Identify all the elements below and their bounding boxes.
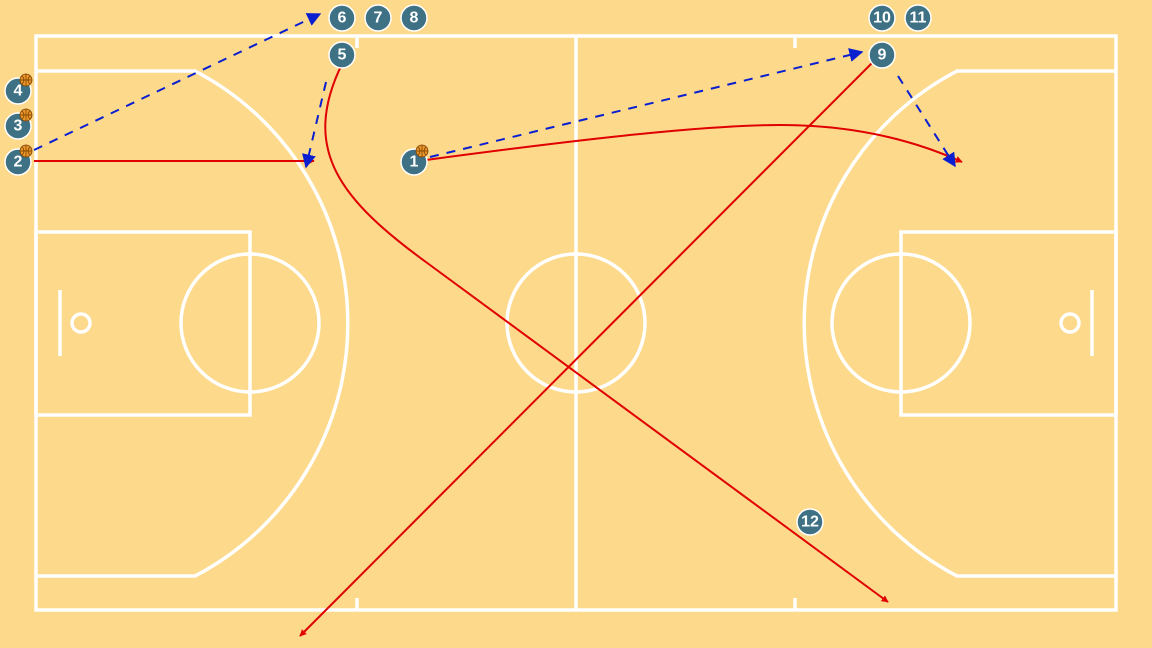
player-11-marker bbox=[904, 4, 932, 32]
players: 1 2 3 4 bbox=[4, 4, 932, 536]
left-key bbox=[34, 230, 252, 417]
pass-paths bbox=[33, 13, 956, 169]
left-three-point-arc bbox=[36, 69, 350, 578]
player-8-marker bbox=[400, 4, 428, 32]
player-9-label: 9 bbox=[878, 47, 887, 64]
right-key bbox=[899, 230, 1118, 417]
court-markings bbox=[34, 34, 1118, 612]
pass-path-9-to-1 bbox=[897, 75, 956, 168]
player-7: 7 bbox=[364, 4, 392, 32]
right-free-throw-circle bbox=[830, 252, 972, 394]
player-8-label: 8 bbox=[410, 10, 419, 27]
player-7-label: 7 bbox=[374, 10, 383, 27]
pass-path-5-to-2 bbox=[302, 81, 327, 169]
basketball-icon bbox=[19, 144, 33, 158]
left-basket bbox=[70, 312, 92, 334]
center-circle bbox=[505, 252, 647, 394]
player-10-label: 10 bbox=[873, 10, 891, 27]
player-10: 10 bbox=[868, 4, 896, 32]
player-1: 1 bbox=[400, 144, 429, 176]
pass-path-2-to-6 bbox=[33, 13, 322, 151]
player-3-label: 3 bbox=[14, 118, 23, 135]
player-7-marker bbox=[364, 4, 392, 32]
movement-path-player-5 bbox=[324, 63, 889, 603]
player-1-label: 1 bbox=[410, 154, 419, 171]
movement-path-player-9 bbox=[299, 62, 873, 637]
player-2-label: 2 bbox=[14, 154, 23, 171]
player-4-label: 4 bbox=[14, 83, 23, 100]
player-6-marker bbox=[328, 4, 356, 32]
left-free-throw-circle bbox=[179, 252, 321, 394]
basketball-icon bbox=[415, 144, 429, 158]
player-5-marker bbox=[328, 41, 356, 69]
player-3: 3 bbox=[4, 108, 33, 140]
player-11: 11 bbox=[904, 4, 932, 32]
player-12: 12 bbox=[796, 508, 824, 536]
basketball-icon bbox=[19, 73, 33, 87]
player-6: 6 bbox=[328, 4, 356, 32]
player-5: 5 bbox=[328, 41, 356, 69]
player-8: 8 bbox=[400, 4, 428, 32]
right-basket bbox=[1059, 312, 1081, 334]
player-9: 9 bbox=[868, 41, 896, 69]
player-6-label: 6 bbox=[338, 10, 347, 27]
player-4: 4 bbox=[4, 73, 33, 105]
movement-path-player-1 bbox=[425, 123, 963, 163]
basketball-icon bbox=[19, 108, 33, 122]
player-12-label: 12 bbox=[801, 514, 819, 531]
player-5-label: 5 bbox=[338, 47, 347, 64]
pass-path-1-to-9 bbox=[429, 48, 864, 158]
movement-paths bbox=[34, 62, 963, 637]
player-9-marker bbox=[868, 41, 896, 69]
player-12-marker bbox=[796, 508, 824, 536]
player-11-label: 11 bbox=[910, 10, 927, 27]
right-three-point-arc bbox=[802, 69, 1116, 578]
player-10-marker bbox=[868, 4, 896, 32]
player-2: 2 bbox=[4, 144, 33, 176]
